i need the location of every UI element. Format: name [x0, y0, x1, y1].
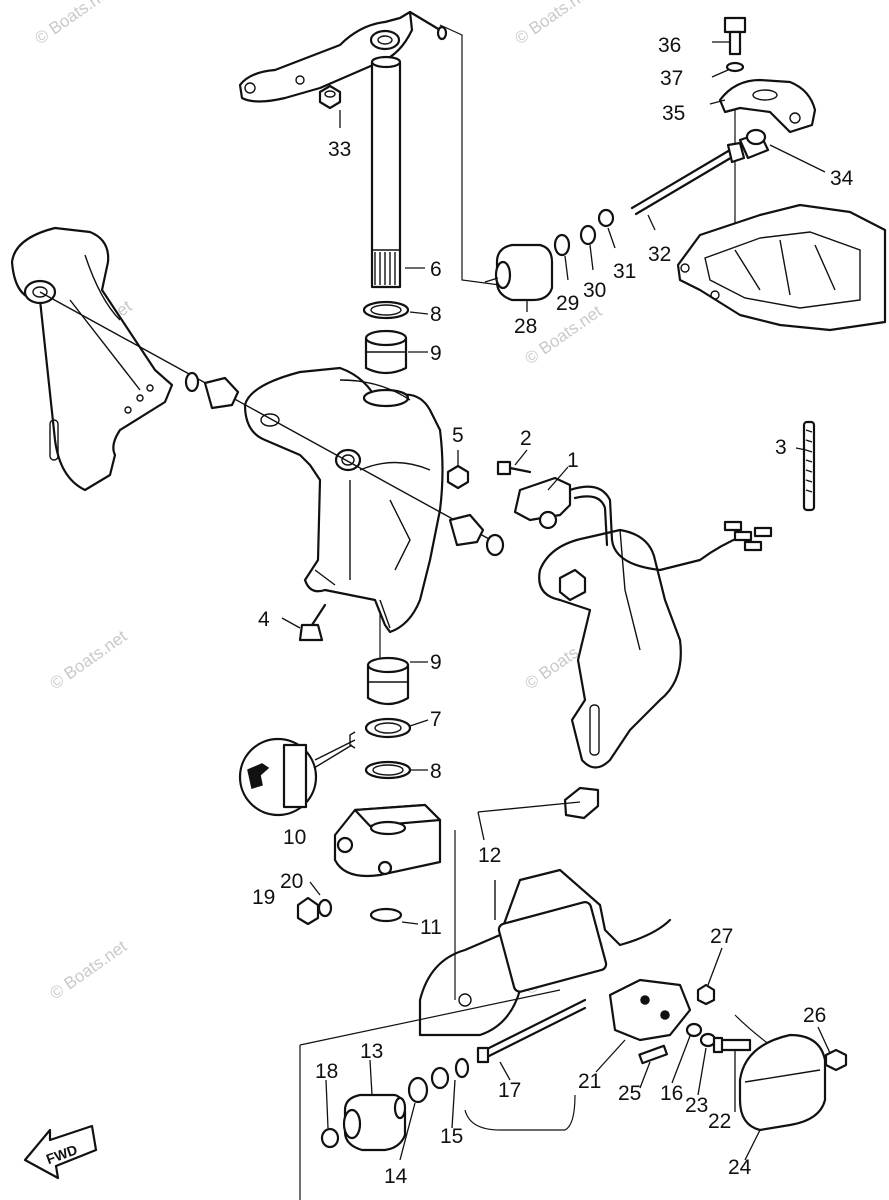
callout-26: 26: [803, 1004, 826, 1027]
bushing-9-lower: [366, 656, 410, 706]
callout-9-lower: 9: [430, 651, 442, 674]
callout-5: 5: [452, 424, 464, 447]
callout-19: 19: [252, 886, 275, 909]
bolt-22: [712, 1036, 752, 1054]
clamp-bracket-right: [538, 528, 682, 769]
seal-7: [364, 717, 412, 739]
screw-26: [824, 1048, 848, 1072]
steering-arm: [238, 10, 448, 103]
callout-10: 10: [283, 826, 306, 849]
callout-9-upper: 9: [430, 342, 442, 365]
callout-25: 25: [618, 1082, 641, 1105]
bolt-32: [630, 141, 746, 216]
lower-mount-13: [342, 1093, 407, 1152]
swivel-bracket: [243, 366, 444, 634]
clip-3: [802, 420, 816, 512]
callout-34: 34: [830, 167, 854, 190]
callout-37: 37: [660, 67, 683, 90]
callout-35: 35: [662, 102, 685, 125]
callout-32: 32: [648, 243, 671, 266]
washer-15a: [430, 1066, 450, 1090]
tilt-axis: [39, 291, 505, 557]
callout-23: 23: [685, 1094, 708, 1117]
clamp-bracket-left: [10, 226, 174, 492]
callout-36: 36: [658, 34, 681, 57]
callout-8-upper: 8: [430, 303, 442, 326]
steering-shaft: [370, 55, 402, 289]
watermark: © Boats.net: [46, 626, 130, 693]
callout-24: 24: [728, 1156, 752, 1179]
nut-33: [318, 84, 342, 110]
callout-18: 18: [315, 1060, 338, 1083]
screw-2: [496, 460, 532, 476]
seal-detail-inset: [238, 731, 356, 817]
nut-5: [446, 464, 470, 490]
plate-12: [563, 786, 600, 820]
screw-25: [638, 1044, 669, 1065]
upper-mount-28: [484, 243, 554, 302]
assembly-lines: [299, 24, 771, 1200]
callout-31: 31: [613, 260, 636, 283]
callout-28: 28: [514, 315, 537, 338]
bolt-19: [296, 896, 333, 926]
ground-terminal-15: [454, 1057, 470, 1079]
leader-lines: [281, 41, 831, 1161]
callout-15: 15: [440, 1125, 463, 1148]
washer-29: [553, 233, 571, 257]
screw-4: [298, 603, 327, 642]
watermark: © Boats.net: [46, 936, 130, 1003]
trim-switch: [513, 466, 773, 572]
callout-7: 7: [430, 708, 442, 731]
callout-13: 13: [360, 1040, 383, 1063]
washer-8-lower: [364, 760, 412, 780]
circlip-11: [369, 907, 403, 923]
callout-3: 3: [775, 436, 787, 459]
callout-1: 1: [567, 449, 579, 472]
callout-14: 14: [384, 1165, 408, 1188]
washer-14: [407, 1076, 429, 1104]
callout-22: 22: [708, 1110, 731, 1133]
callout-30: 30: [583, 279, 606, 302]
callout-33: 33: [328, 138, 351, 161]
cover-24: [738, 1033, 827, 1132]
lower-mount-housing: [418, 868, 672, 1037]
bolt-36: [723, 16, 747, 56]
bushing-34: [738, 128, 770, 160]
bottom-cowl: [676, 203, 887, 332]
callout-21: 21: [578, 1070, 601, 1093]
callout-12: 12: [478, 844, 501, 867]
callout-29: 29: [556, 292, 579, 315]
callout-11: 11: [420, 916, 442, 939]
washer-16: [685, 1022, 703, 1038]
callouts: 1 2 3 4 5 6 7 8 8 9 9 10 11 12 13 14 15 …: [252, 34, 854, 1188]
callout-4: 4: [258, 608, 270, 631]
callout-27: 27: [710, 925, 733, 948]
washer-8-upper: [362, 300, 410, 320]
callout-2: 2: [520, 427, 532, 450]
watermark: © Boats.net: [511, 0, 595, 48]
bolt-17: [476, 998, 587, 1064]
callout-16: 16: [660, 1082, 683, 1105]
washer-37: [725, 61, 745, 73]
screw-27: [696, 983, 716, 1006]
wire-connectors: [723, 520, 773, 552]
washer-31: [597, 208, 615, 228]
mount-bracket-21: [608, 978, 692, 1042]
callout-8-lower: 8: [430, 760, 442, 783]
callout-17: 17: [498, 1079, 521, 1102]
fwd-arrow: FWD: [23, 1124, 98, 1180]
washer-30: [579, 224, 597, 246]
bushing-9-upper: [364, 329, 408, 375]
mount-cap-35: [718, 78, 817, 134]
watermark: © Boats.net: [31, 0, 115, 48]
steering-bracket: [333, 803, 442, 878]
callout-20: 20: [280, 870, 303, 893]
callout-6: 6: [430, 258, 442, 281]
washer-18: [320, 1127, 340, 1149]
